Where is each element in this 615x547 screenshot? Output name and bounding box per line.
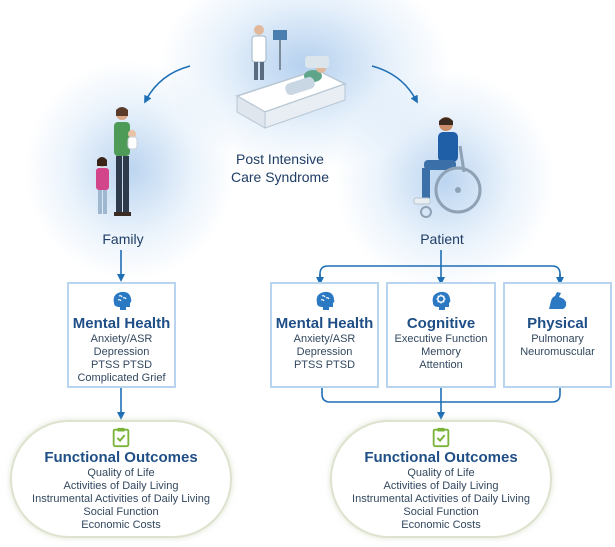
family-outcome-item: Economic Costs [81,519,161,531]
clipboard-check-icon [432,427,450,448]
patient-cognitive-box: Cognitive Executive Function Memory Atte… [386,282,496,388]
family-mental-item: PTSS PTSD [90,359,153,371]
patient-label: Patient [420,231,464,247]
patient-cognitive-title: Cognitive [406,315,476,332]
family-illustration [96,107,138,216]
brain-icon [113,291,131,310]
patient-outcome-item: Activities of Daily Living [383,480,499,492]
family-outcomes-title: Functional Outcomes [44,449,198,466]
family-mental-item: Depression [93,346,150,358]
patient-functional-outcomes: Functional Outcomes Quality of Life Acti… [330,420,552,538]
patient-physical-item: Neuromuscular [520,346,595,358]
family-mental-item: Complicated Grief [77,372,166,384]
patient-wheelchair-illustration [413,117,482,218]
brain-gear-icon [432,291,451,310]
hospital-bed-illustration [235,25,347,129]
patient-outcome-item: Quality of Life [407,467,475,479]
family-label: Family [102,231,144,247]
patient-cognitive-item: Executive Function [394,333,488,345]
patient-physical-title: Physical [527,315,588,332]
brain-icon [316,291,334,310]
patient-mental-health-box: Mental Health Anxiety/ASR Depression PTS… [270,282,379,388]
patient-mental-item: Depression [296,346,353,358]
arrow-to-family [144,65,191,104]
patient-outcome-item: Instrumental Activities of Daily Living [352,493,530,505]
flexed-arm-icon [548,292,566,309]
family-outcome-item: Quality of Life [87,467,155,479]
patient-outcomes-title: Functional Outcomes [364,449,518,466]
family-outcome-item: Activities of Daily Living [63,480,179,492]
patient-outcome-item: Economic Costs [401,519,481,531]
family-functional-outcomes: Functional Outcomes Quality of Life Acti… [10,420,232,538]
clipboard-check-icon [112,427,130,448]
patient-cognitive-item: Attention [419,359,463,371]
patient-mental-item: Anxiety/ASR [293,333,356,345]
patient-physical-box: Physical Pulmonary Neuromuscular [503,282,612,388]
center-title-line2: Care Syndrome [230,169,330,185]
family-mental-health-title: Mental Health [72,315,171,332]
arrow-to-patient [371,65,418,104]
patient-outcome-item: Social Function [403,506,479,518]
patient-mental-item: PTSS PTSD [293,359,356,371]
family-mental-item: Anxiety/ASR [90,333,153,345]
family-outcome-item: Instrumental Activities of Daily Living [32,493,210,505]
patient-cognitive-item: Memory [421,346,461,358]
family-glow [25,60,235,280]
patient-physical-item: Pulmonary [531,333,584,345]
patient-mental-health-title: Mental Health [275,315,374,332]
family-mental-health-box: Mental Health Anxiety/ASR Depression PTS… [67,282,176,388]
patient-glow [335,70,555,290]
center-title-line1: Post Intensive [236,151,324,167]
family-outcome-item: Social Function [83,506,159,518]
center-title: Post Intensive Care Syndrome [205,150,355,186]
patient-branch-bracket [319,265,561,280]
